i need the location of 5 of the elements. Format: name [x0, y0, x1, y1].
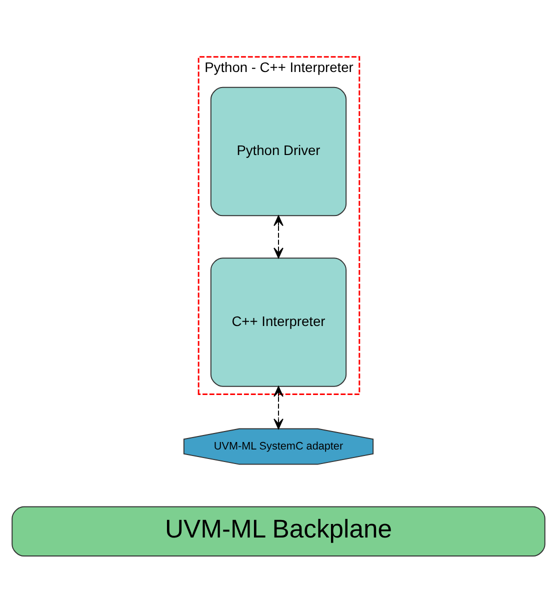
arrow: [274, 386, 284, 430]
node-box: Python Driver: [210, 86, 347, 216]
node-box: C++ Interpreter: [210, 258, 347, 387]
arrow: [274, 215, 284, 258]
node-box: UVM-ML Backplane: [12, 506, 546, 557]
